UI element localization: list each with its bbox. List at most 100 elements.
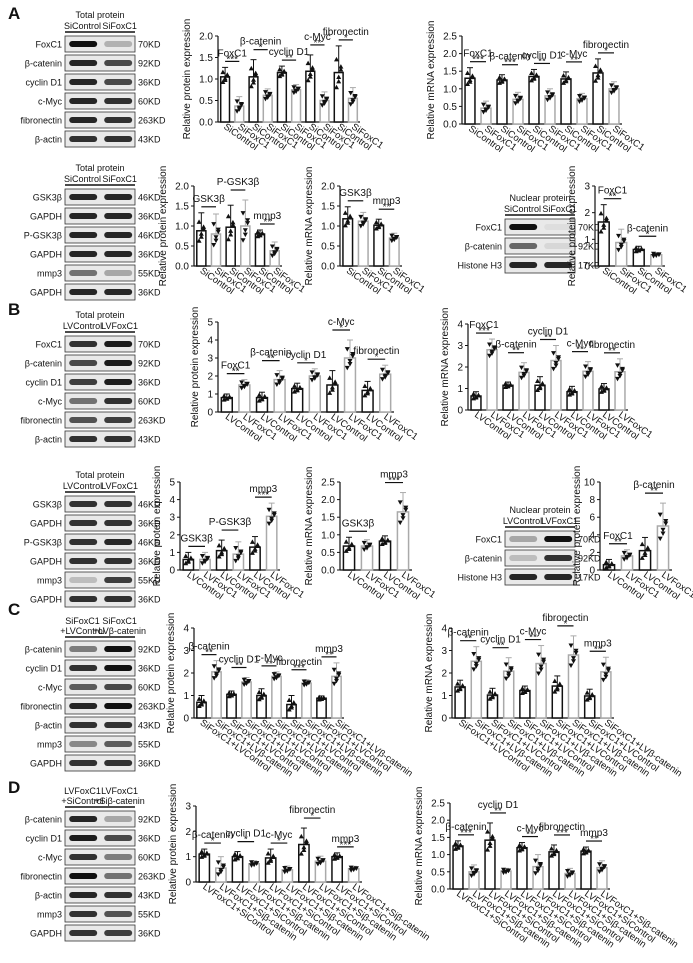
y-tick: 1.0 bbox=[175, 222, 189, 233]
band bbox=[104, 835, 133, 841]
y-tick: 0.0 bbox=[443, 120, 457, 131]
significance-mark: *** bbox=[556, 828, 568, 839]
band bbox=[69, 558, 98, 564]
bar bbox=[241, 681, 252, 719]
mw-label: 92KD bbox=[138, 814, 161, 824]
western-blot-D1: LVFoxC1+SiControlLVFoxC1+Siβ-cateninβ-ca… bbox=[20, 786, 166, 942]
lane-label: LVControl bbox=[63, 481, 102, 491]
y-tick: 3 bbox=[207, 354, 213, 365]
mw-label: 263KD bbox=[138, 415, 166, 425]
mw-label: 92KD bbox=[578, 241, 601, 251]
bar bbox=[516, 846, 528, 890]
band bbox=[69, 930, 98, 936]
y-tick: 0.5 bbox=[431, 867, 445, 878]
band bbox=[69, 816, 98, 822]
protein-label: FoxC1 bbox=[35, 39, 62, 49]
y-tick: 5 bbox=[207, 318, 213, 329]
panel-label-B: B bbox=[8, 300, 21, 319]
protein-label: GSK3β bbox=[33, 499, 62, 509]
band bbox=[69, 270, 98, 276]
band bbox=[69, 60, 98, 66]
y-axis-label: Relative mRNA expression bbox=[304, 467, 315, 586]
band bbox=[104, 520, 133, 526]
protein-label: mmp3 bbox=[37, 739, 62, 749]
blot-title: Total protein bbox=[75, 310, 124, 320]
group-label: FoxC1 bbox=[221, 361, 251, 372]
significance-mark: *** bbox=[388, 476, 400, 487]
band bbox=[69, 722, 98, 728]
y-axis-label: Relative protein expression bbox=[152, 466, 163, 587]
band bbox=[69, 873, 98, 879]
significance-mark: ** bbox=[594, 644, 602, 655]
mw-label: 36KD bbox=[138, 663, 161, 673]
group-label: β-catenin bbox=[250, 348, 291, 359]
significance-mark: ** bbox=[529, 633, 537, 644]
protein-label: β-catenin bbox=[25, 644, 62, 654]
y-tick: 8 bbox=[589, 495, 595, 506]
protein-label: fibronectin bbox=[20, 701, 62, 711]
y-tick: 1.0 bbox=[321, 222, 335, 233]
group-label: cyclin D1 bbox=[478, 800, 519, 811]
significance-mark: * bbox=[563, 619, 567, 630]
lane-label: LVFoxC1 bbox=[101, 321, 138, 331]
y-tick: 3 bbox=[183, 646, 189, 657]
mw-label: 36KD bbox=[138, 518, 161, 528]
significance-mark: ** bbox=[570, 55, 578, 66]
band bbox=[69, 646, 98, 652]
protein-label: GAPDH bbox=[30, 211, 62, 221]
y-tick: 1.0 bbox=[443, 84, 457, 95]
y-tick: 4 bbox=[207, 336, 213, 347]
significance-mark: * bbox=[374, 352, 378, 363]
protein-label: β-actin bbox=[35, 720, 62, 730]
group-label: GSK3β bbox=[180, 533, 213, 544]
y-tick: 4 bbox=[457, 320, 463, 331]
mw-label: 55KD bbox=[138, 739, 161, 749]
group-label: β-catenin bbox=[495, 340, 536, 351]
band bbox=[104, 577, 133, 583]
mw-label: 70KD bbox=[138, 39, 161, 49]
y-tick: 1 bbox=[441, 691, 447, 702]
y-tick: 3 bbox=[169, 513, 175, 524]
y-tick: 2 bbox=[589, 548, 595, 559]
significance-mark: ** bbox=[576, 345, 584, 356]
significance-mark: ** bbox=[512, 346, 520, 357]
y-tick: 4 bbox=[183, 624, 189, 635]
y-tick: 6 bbox=[589, 513, 595, 524]
protein-label: β-catenin bbox=[465, 553, 502, 563]
significance-mark: ** bbox=[235, 661, 243, 672]
y-tick: 1 bbox=[207, 390, 213, 401]
band bbox=[104, 213, 133, 219]
band bbox=[104, 854, 133, 860]
blot-title: Total protein bbox=[75, 10, 124, 20]
band bbox=[69, 251, 98, 257]
band bbox=[104, 98, 133, 104]
y-tick: 3 bbox=[185, 802, 191, 813]
group-label: β-catenin bbox=[627, 223, 668, 234]
band bbox=[104, 703, 133, 709]
significance-mark: *** bbox=[293, 663, 305, 674]
y-tick: 0 bbox=[169, 566, 175, 577]
mw-label: 46KD bbox=[138, 499, 161, 509]
band bbox=[69, 289, 98, 295]
bar bbox=[496, 79, 508, 125]
protein-label: GAPDH bbox=[30, 758, 62, 768]
y-tick: 2.5 bbox=[321, 478, 335, 489]
protein-label: c-Myc bbox=[38, 396, 62, 406]
band bbox=[104, 41, 133, 47]
bar bbox=[290, 89, 302, 123]
y-tick: 2 bbox=[207, 372, 213, 383]
group-label: fibronectin bbox=[542, 613, 588, 624]
group-label: fibronectin bbox=[539, 822, 585, 833]
lane-label: +LVβ-catenin bbox=[93, 626, 146, 636]
y-tick: 0 bbox=[584, 262, 590, 273]
y-tick: 1.0 bbox=[321, 530, 335, 541]
band bbox=[104, 79, 133, 85]
y-tick: 3 bbox=[441, 646, 447, 657]
band bbox=[544, 574, 573, 580]
mw-label: 46KD bbox=[138, 230, 161, 240]
group-label: mmp3 bbox=[315, 644, 343, 655]
lane-label: SiControl bbox=[504, 204, 541, 214]
